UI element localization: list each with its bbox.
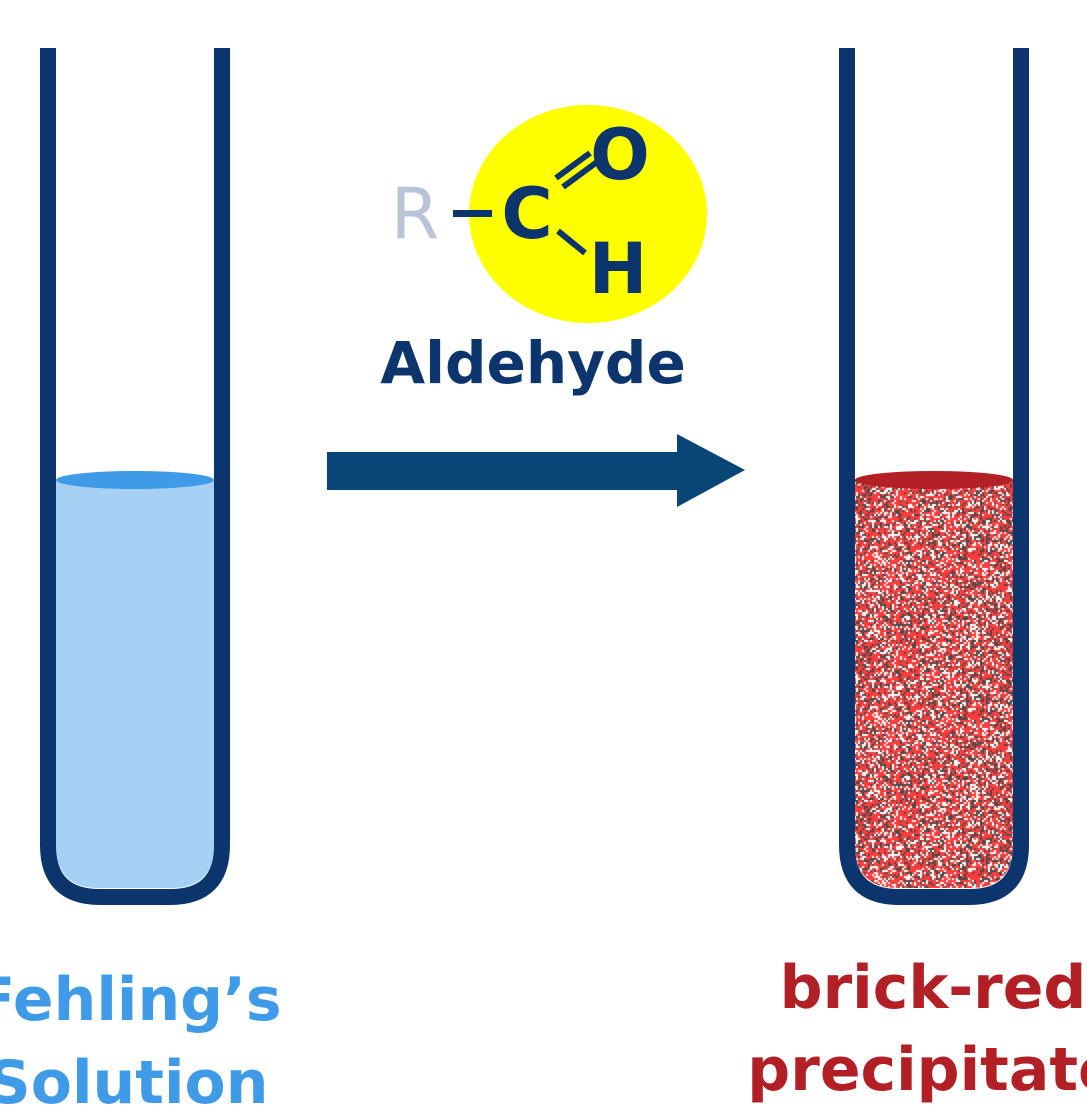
precipitate <box>855 480 1013 890</box>
solution-liquid <box>56 481 214 888</box>
hydrogen-atom: H <box>589 228 648 310</box>
product-label-line2: precipitate <box>747 1035 1087 1105</box>
carbon-atom: C <box>501 173 552 255</box>
test-tube-precipitate <box>847 48 1021 897</box>
test-tube-fehlings <box>48 48 222 897</box>
solution-surface <box>56 471 214 489</box>
reagent-label-line1: Fehling’s <box>0 965 282 1035</box>
aldehyde-structure: R C O H Aldehyde <box>380 105 707 397</box>
single-bond <box>453 210 492 217</box>
precipitate-surface <box>855 471 1013 489</box>
product-label-line1: brick-red <box>780 953 1087 1023</box>
oxygen-atom: O <box>590 114 650 196</box>
r-group: R <box>391 173 440 255</box>
reaction-arrow <box>327 434 745 507</box>
reagent-label-line2: Solution <box>0 1048 268 1111</box>
aldehyde-label: Aldehyde <box>380 329 686 397</box>
